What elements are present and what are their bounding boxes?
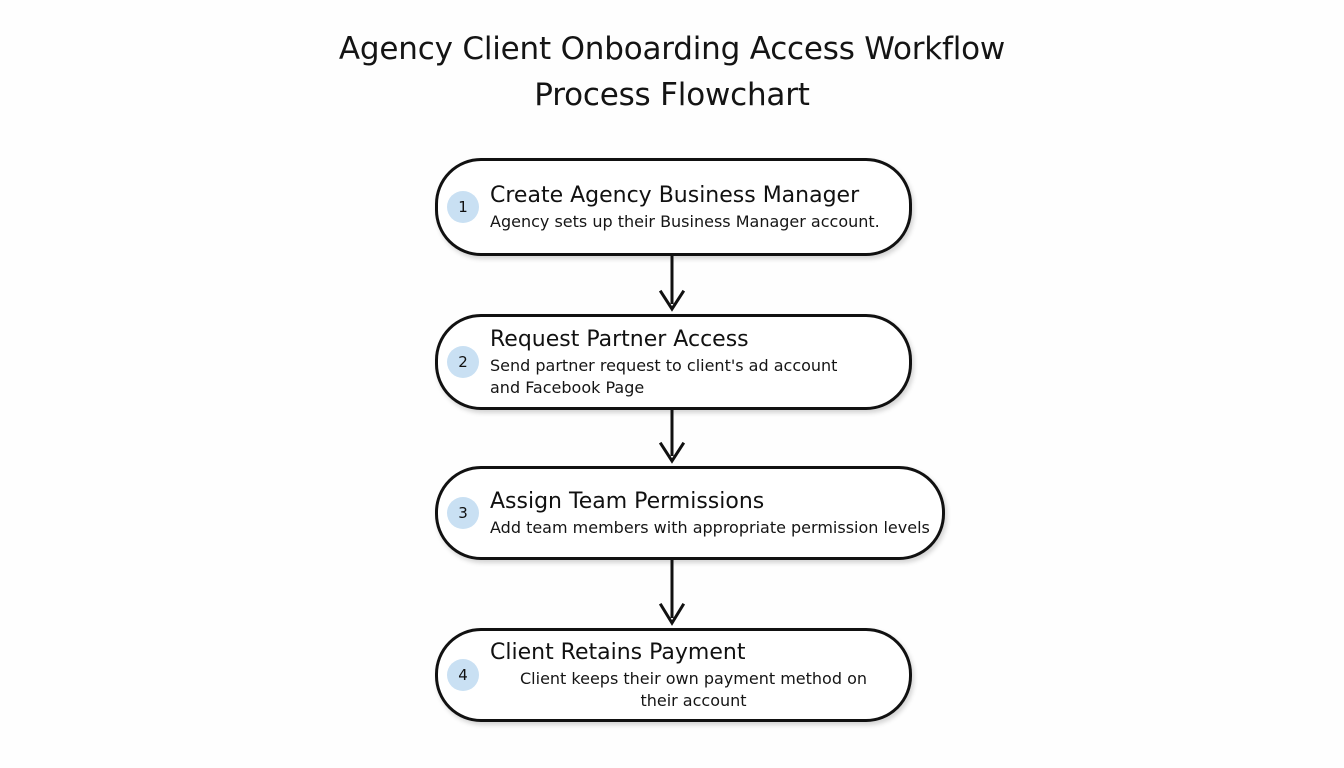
chart-title-line-1: Agency Client Onboarding Access Workflow [338,31,1006,67]
flow-node-3-title: Assign Team Permissions [490,488,765,514]
step-badge-4: 4 [447,659,479,691]
flow-node-1-title: Create Agency Business Manager [490,182,860,208]
flow-node-4-desc-line-2: their account [640,690,747,710]
flow-node-1[interactable]: 1 Create Agency Business Manager Agency … [435,158,912,256]
flow-node-4-desc-line-1: Client keeps their own payment method on [520,668,867,688]
flow-node-1-desc-line-1: Agency sets up their Business Manager ac… [490,211,880,231]
step-badge-2: 2 [447,346,479,378]
flow-node-2[interactable]: 2 Request Partner Access Send partner re… [435,314,912,410]
chart-title-line-2: Process Flowchart [534,77,810,113]
flow-arrow-1-to-2 [654,256,690,314]
flow-arrow-2-to-3 [654,410,690,466]
step-badge-1: 1 [447,191,479,223]
chart-title: Agency Client Onboarding Access Workflow… [0,26,1344,118]
flow-node-3-desc-line-1: Add team members with appropriate permis… [490,517,930,537]
flow-node-2-desc-line-2: and Facebook Page [490,377,645,397]
flow-node-4[interactable]: 4 Client Retains Payment Client keeps th… [435,628,912,722]
step-badge-3: 3 [447,497,479,529]
flow-node-2-title: Request Partner Access [490,326,749,352]
flow-node-2-desc-line-1: Send partner request to client's ad acco… [490,355,838,375]
flow-node-4-title: Client Retains Payment [490,639,746,665]
flow-node-3[interactable]: 3 Assign Team Permissions Add team membe… [435,466,945,560]
flow-arrow-3-to-4 [654,560,690,628]
